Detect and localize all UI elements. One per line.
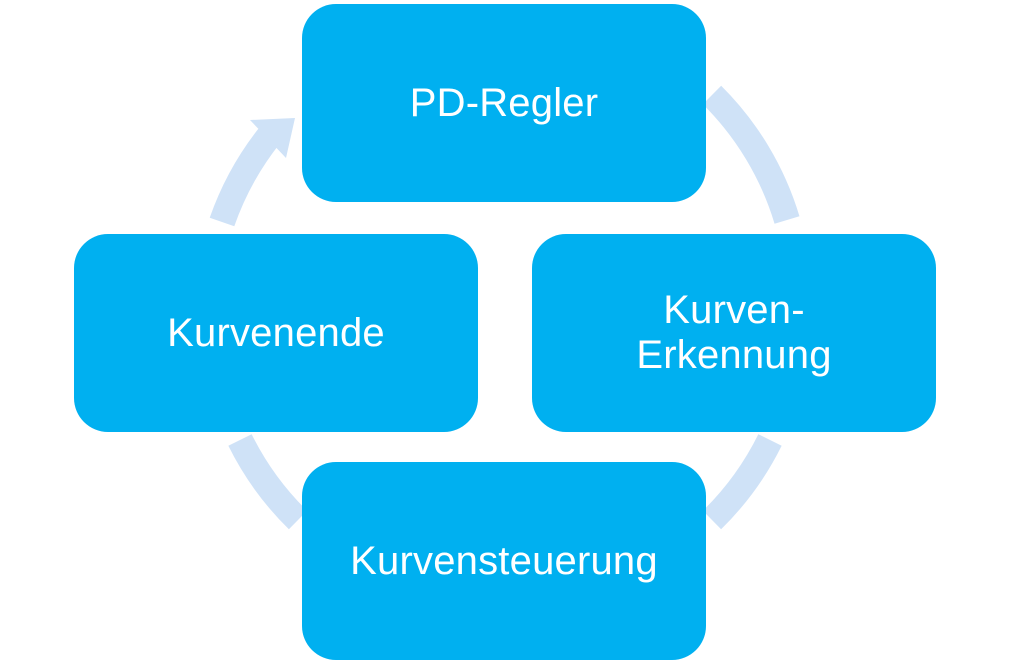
cycle-arc-top-right bbox=[702, 85, 800, 224]
step-box-kurvensteuerung: Kurvensteuerung bbox=[302, 462, 706, 660]
step-label-kurven-erkennung: Kurven- Erkennung bbox=[636, 288, 832, 377]
step-label-kurvenende: Kurvenende bbox=[167, 310, 385, 355]
cycle-arc-bottom-left bbox=[228, 434, 308, 530]
step-box-kurvenende: Kurvenende bbox=[74, 234, 478, 432]
step-label-pd-regler: PD-Regler bbox=[409, 80, 599, 125]
step-label-kurvensteuerung: Kurvensteuerung bbox=[350, 538, 658, 583]
cycle-arc-bottom-right bbox=[702, 434, 782, 530]
step-box-pd-regler: PD-Regler bbox=[302, 4, 706, 202]
step-box-kurven-erkennung: Kurven- Erkennung bbox=[532, 234, 936, 432]
cycle-arrowhead-icon bbox=[250, 118, 295, 158]
cycle-arc-top-left bbox=[209, 126, 281, 227]
